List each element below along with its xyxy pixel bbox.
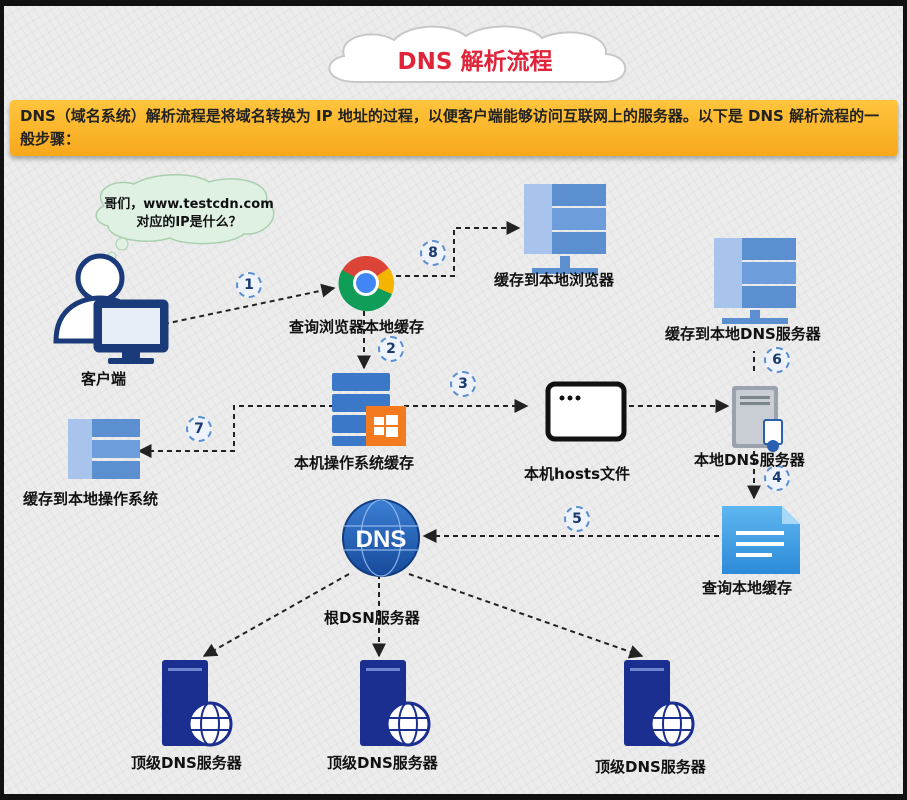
local-dns-label: 本地DNS服务器 [694,451,805,469]
arrow-step-8 [396,221,521,277]
web-server-icon [624,660,695,747]
tower-server-icon [732,386,783,452]
cache-to-browser-label: 缓存到本地浏览器 [494,271,615,289]
speech-line-1: 哥们，www.testcdn.com [104,197,274,212]
tld-dns-label: 顶级DNS服务器 [595,758,706,776]
chrome-icon [338,256,395,312]
terminal-window-icon [545,381,627,442]
os-cache-label: 本机操作系统缓存 [294,454,415,472]
hosts-file-label: 本机hosts文件 [524,465,631,483]
step-badge-1: 1 [236,272,262,298]
title-cloud-shape [328,25,627,83]
step-badge-8: 8 [420,240,446,266]
browser-cache-label: 查询浏览器本地缓存 [289,318,425,336]
windows-icon [366,406,406,446]
cache-to-os-label: 缓存到本地操作系统 [23,490,159,508]
arrow-root-to-tld-1 [202,573,350,657]
step-badge-3: 3 [450,371,476,397]
step-badge-2: 2 [378,336,404,362]
client-label: 客户端 [81,370,127,388]
speech-line-2: 对应的IP是什么？ [136,215,242,230]
root-dns-label: 根DSN服务器 [324,609,420,627]
intro-banner: DNS（域名系统）解析流程是将域名转换为 IP 地址的过程，以便客户端能够访问互… [10,100,898,156]
flow-arrows [137,221,761,659]
speech-bubble-text: 哥们，www.testcdn.com 对应的IP是什么？ [94,196,284,232]
tld-dns-label: 顶级DNS服务器 [327,754,438,772]
server-stack-icon [524,184,606,274]
dns-globe-icon: DNS [342,499,420,577]
arrow-root-to-tld-3 [408,573,644,659]
step-badge-4: 4 [764,465,790,491]
arrow-step-7 [137,405,334,458]
step-badge-6: 6 [764,347,790,373]
cache-to-local-dns-label: 缓存到本地DNS服务器 [665,325,821,343]
server-stack-icon [68,419,140,479]
tld-dns-label: 顶级DNS服务器 [131,754,242,772]
step-badge-5: 5 [564,506,590,532]
document-icon [722,506,800,574]
speech-bubble [95,174,275,261]
web-server-icon [162,660,233,747]
web-server-icon [360,660,431,747]
root-dns-icon-text: DNS [356,526,407,553]
flow-diagram: DNS [53,174,800,747]
query-local-cache-label: 查询本地缓存 [702,579,793,597]
arrow-step-1 [163,283,336,325]
step-badge-7: 7 [186,416,212,442]
page-title: DNS 解析流程 [397,49,553,75]
dns-diagram-slide: DNS 解析流程 DNS（域名系统）解析流程是将域名转换为 IP 地址的过程，以… [4,6,903,794]
server-stack-icon [714,238,796,324]
person-computer-icon [53,253,169,364]
